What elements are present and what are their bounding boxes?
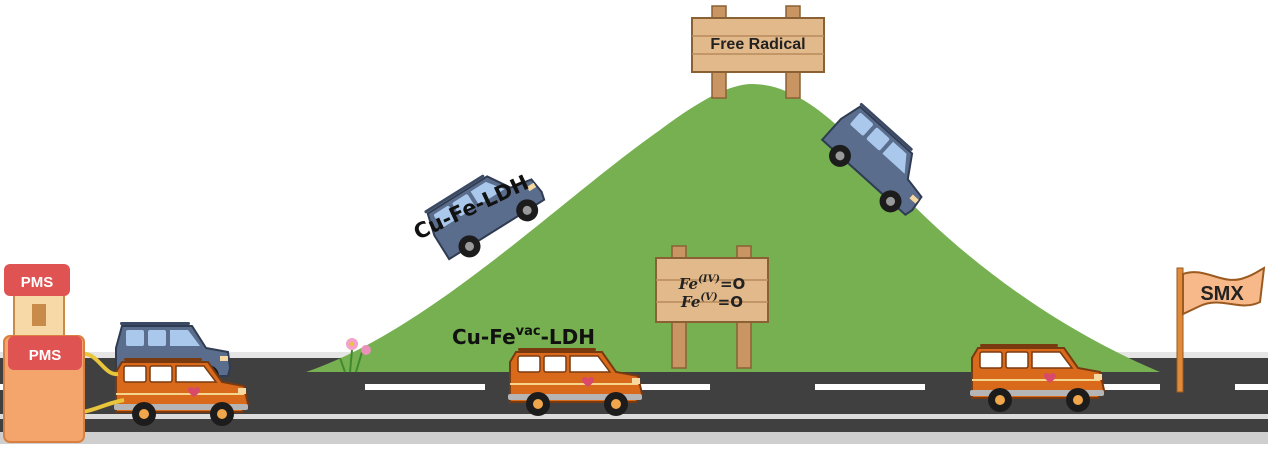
- hill: [306, 84, 1160, 372]
- sign-fe-v-text: Fe(V)=O: [680, 292, 743, 311]
- pump-label-top: PMS: [21, 274, 54, 291]
- sign-free-radical-text: Free Radical: [710, 36, 805, 53]
- smx-flag: SMX: [1176, 266, 1266, 393]
- fuel-pump: PMS PMS: [3, 264, 125, 443]
- sign-fe-iv-text: Fe(IV)=O: [678, 274, 746, 293]
- flower-icon: [339, 338, 371, 373]
- label-cu-fe-vac-ldh: Cu-Fevac-LDH: [452, 324, 595, 349]
- sign-high-valent-iron: Fe(IV)=O Fe(V)=O: [655, 245, 769, 369]
- sign-free-radical: Free Radical: [691, 5, 825, 99]
- pump-label-bottom: PMS: [29, 347, 62, 364]
- flag-label: SMX: [1200, 283, 1244, 305]
